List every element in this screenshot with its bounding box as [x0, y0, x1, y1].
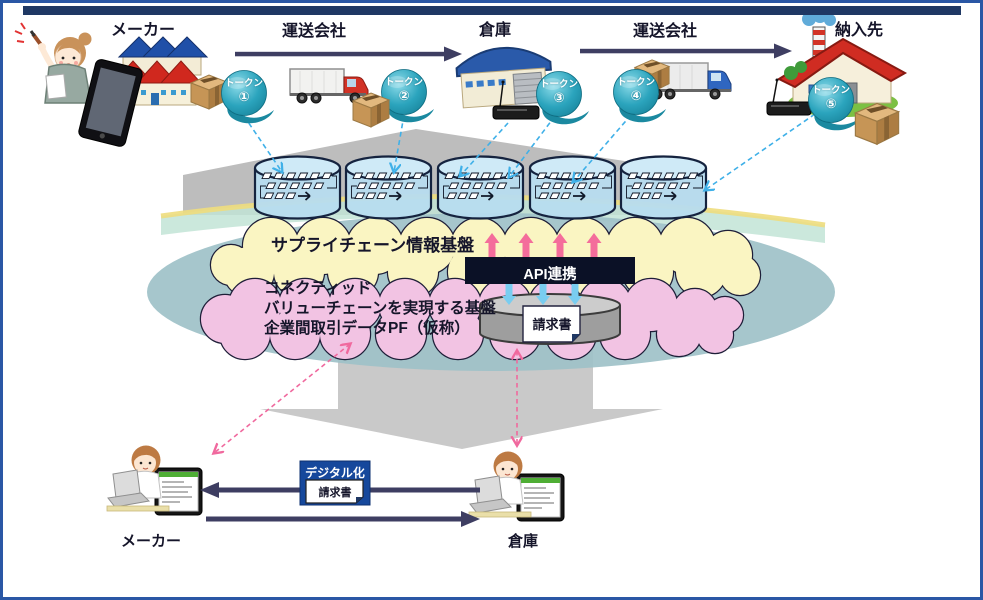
label-maker-top: メーカー [110, 22, 176, 39]
api-up-arrows [484, 233, 602, 257]
carrier-arrow-2 [580, 43, 792, 59]
label-destination: 納入先 [834, 22, 884, 39]
digitalization-box [299, 460, 371, 506]
warehouse-icon [455, 46, 552, 109]
database-cylinder-icon [621, 157, 706, 219]
token-link-lines [243, 113, 816, 190]
database-cylinder-icon [255, 157, 340, 219]
header-rule [23, 6, 961, 15]
order-send-arrow [206, 511, 480, 527]
api-link-box [465, 257, 635, 284]
parcel-box-icon [854, 102, 900, 145]
invoice-cylinder-icon [479, 293, 621, 345]
label-carrier-2: 運送会社 [632, 23, 698, 40]
digital-invoice-label: 請求書 [318, 487, 352, 499]
label-warehouse-top: 倉庫 [478, 22, 512, 39]
api-link-label: API連携 [523, 267, 577, 283]
supply-chain-cloud-label: サプライチェーン情報基盤 [271, 236, 475, 255]
parcel-box-icon [352, 92, 390, 128]
database-cylinder-icon [530, 157, 615, 219]
label-carrier-1: 運送会社 [281, 23, 347, 40]
label-warehouse-bottom: 倉庫 [507, 533, 539, 550]
invoice-exchange-dashed [214, 344, 517, 453]
label-maker-bottom: メーカー [120, 533, 182, 550]
iot-router-icon [492, 80, 540, 120]
carrier-arrow-1 [235, 46, 462, 62]
digitalization-label: デジタル化 [305, 466, 365, 480]
connected-cloud-label: コネクティッド バリューチェーンを実現する基盤 企業間取引データPF（仮称） [264, 280, 496, 337]
maker-operator-icon [106, 445, 203, 516]
api-down-arrows [502, 284, 582, 305]
database-cylinder-icon [346, 157, 431, 219]
warehouse-operator-icon [468, 451, 565, 522]
diagram-graphics [14, 6, 961, 527]
database-cylinders [255, 157, 706, 219]
invoice-cylinder-label: 請求書 [532, 317, 572, 332]
database-cylinder-icon [438, 157, 523, 219]
truck-icon [289, 68, 369, 104]
tablet-icon [78, 59, 143, 147]
maker-person-icon [14, 22, 143, 147]
